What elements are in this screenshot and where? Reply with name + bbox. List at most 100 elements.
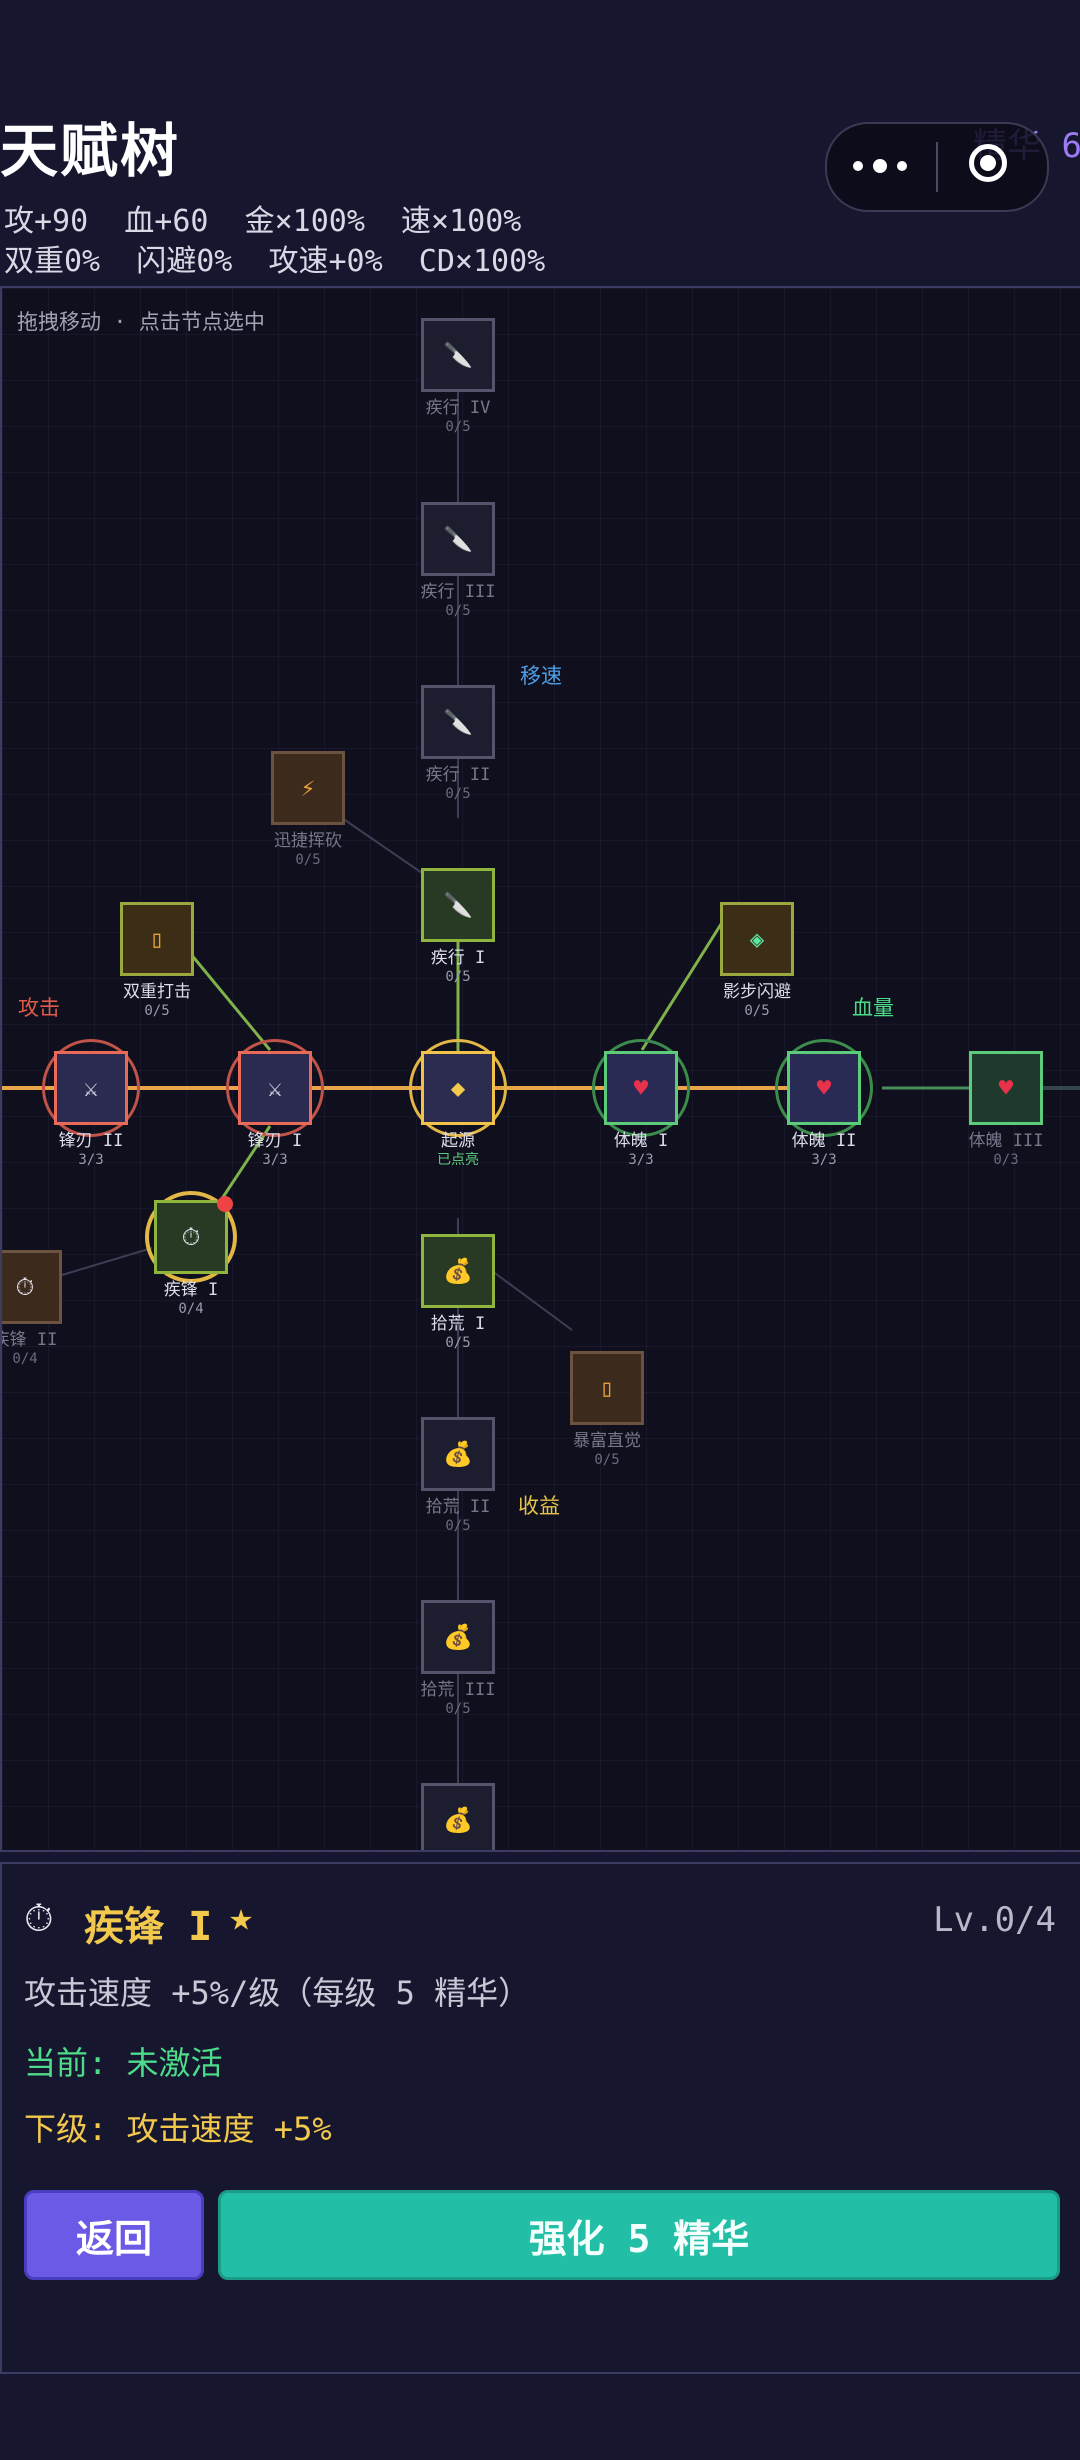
talent-node-jixing-3[interactable]: 🔪 [421,502,495,576]
node-name: 锋刃 I [247,1131,303,1151]
talent-node-jifeng-1[interactable]: ⏱ [154,1200,228,1274]
talent-node-fengren-2[interactable]: ⚔ [54,1051,128,1125]
node-ring [409,1039,507,1137]
boot-icon: 🔪 [443,525,473,553]
talent-node-origin[interactable]: ◆ [421,1051,495,1125]
talent-node-jixing-2[interactable]: 🔪 [421,685,495,759]
stats-line-1: 攻+90 血+60 金×100% 速×100% [4,204,522,239]
node-level: 3/3 [811,1152,837,1168]
stopwatch-icon: ⏱ [24,1896,54,1940]
node-level: 0/4 [12,1351,38,1367]
node-level: 0/5 [445,1518,471,1534]
stopwatch-icon: ⏱ [181,1223,201,1251]
fortune-icon: ▯ [599,1374,615,1402]
stopwatch-icon: ⏱ [15,1273,35,1301]
boot-icon: 🔪 [443,708,473,736]
node-level: 0/3 [993,1152,1019,1168]
swords-icon: ⚔ [267,1074,283,1102]
talent-node-shihuang-3[interactable]: 💰 [421,1600,495,1674]
node-level: 0/5 [445,1335,471,1351]
talent-node-jifeng-2[interactable]: ⏱ [2,1250,62,1324]
boot-icon: 🔪 [443,341,473,369]
star-icon: ★ [229,1894,254,1940]
talent-node-shihuang-4[interactable]: 💰 [421,1783,495,1850]
node-ring [226,1039,324,1137]
double-strike-icon: ▯ [149,925,165,953]
talent-next-effect: 下级: 攻击速度 +5% [24,2110,332,2148]
talent-node-baofu-zhijue[interactable]: ▯ [570,1351,644,1425]
talent-current-effect: 当前: 未激活 [24,2044,223,2082]
talent-detail-panel: ⏱ 疾锋 I ★ Lv.0/4 攻击速度 +5%/级（每级 5 精华） 当前: … [0,1862,1080,2374]
node-name: 疾锋 II [2,1330,58,1350]
talent-node-jixing-4[interactable]: 🔪 [421,318,495,392]
stats-line-2: 双重0% 闪避0% 攻速+0% CD×100% [4,244,546,279]
node-level: 0/5 [295,852,321,868]
node-name: 拾荒 I [430,1314,486,1334]
boot-icon: 🔪 [443,891,473,919]
node-name: 暴富直觉 [573,1431,641,1451]
branch-label-hp: 血量 [852,996,894,1020]
node-level: 0/4 [178,1301,204,1317]
talent-node-xunjie-huikan[interactable]: ⚡ [271,751,345,825]
close-miniprogram-icon[interactable] [969,144,1007,182]
node-name: 影步闪避 [723,982,791,1002]
talent-node-shuangzhong-daji[interactable]: ▯ [120,902,194,976]
node-level: 已点亮 [437,1152,479,1168]
node-ring [775,1039,873,1137]
page-title: 天赋树 [0,117,181,185]
selected-node-ring [145,1191,237,1283]
node-name: 体魄 II [791,1131,857,1151]
branch-label-move-speed: 移速 [520,664,562,688]
talent-node-shihuang-2[interactable]: 💰 [421,1417,495,1491]
node-name: 拾荒 III [420,1680,496,1700]
node-name: 疾行 I [430,948,486,968]
node-level: 3/3 [78,1152,104,1168]
node-name: 拾荒 II [425,1497,491,1517]
node-name: 体魄 I [613,1131,669,1151]
talent-node-shihuang-1[interactable]: 💰 [421,1234,495,1308]
header: 天赋树 攻+90 血+60 金×100% 速×100% 双重0% 闪避0% 攻速… [0,0,1080,288]
back-button[interactable]: 返回 [24,2190,204,2280]
shadow-step-icon: ◈ [749,925,765,953]
talent-node-tipo-1[interactable]: ♥ [604,1051,678,1125]
money-bag-icon: 💰 [443,1623,473,1651]
talent-node-yingbu-shanbi[interactable]: ◈ [720,902,794,976]
swords-icon: ⚔ [83,1074,99,1102]
node-name: 疾行 II [425,765,491,785]
node-name: 起源 [441,1131,475,1151]
node-level: 0/5 [445,786,471,802]
selected-indicator-dot [217,1196,233,1212]
heart-icon: ♥ [816,1074,832,1102]
node-name: 体魄 III [968,1131,1044,1151]
node-level: 3/3 [262,1152,288,1168]
node-level: 0/5 [445,969,471,985]
talent-node-tipo-3[interactable]: ♥ [969,1051,1043,1125]
node-level: 3/3 [628,1152,654,1168]
origin-diamond-icon: ◆ [450,1074,466,1102]
node-name: 锋刃 II [58,1131,124,1151]
node-level: 0/5 [445,1701,471,1717]
node-level: 0/5 [594,1452,620,1468]
branch-label-income: 收益 [518,1494,560,1518]
talent-node-jixing-1[interactable]: 🔪 [421,868,495,942]
talent-tree-canvas[interactable]: 拖拽移动 · 点击节点选中 移速 攻击 血量 收益 🔪 疾行 IV 0/5 🔪 … [0,286,1080,1852]
talent-node-tipo-2[interactable]: ♥ [787,1051,861,1125]
node-name: 疾行 III [420,582,496,602]
heart-icon: ♥ [998,1074,1014,1102]
node-level: 0/5 [144,1003,170,1019]
branch-label-attack: 攻击 [18,996,60,1020]
money-bag-icon: 💰 [443,1440,473,1468]
talent-description: 攻击速度 +5%/级（每级 5 精华） [24,1974,531,2012]
node-level: 0/5 [445,419,471,435]
canvas-hint: 拖拽移动 · 点击节点选中 [17,310,265,334]
node-name: 疾行 IV [425,398,491,418]
more-icon[interactable] [853,152,911,182]
talent-node-fengren-1[interactable]: ⚔ [238,1051,312,1125]
upgrade-button[interactable]: 强化 5 精华 [218,2190,1060,2280]
money-bag-icon: 💰 [443,1806,473,1834]
node-name: 双重打击 [123,982,191,1002]
talent-title: 疾锋 I [84,1904,213,1950]
node-ring [42,1039,140,1137]
lightning-icon: ⚡ [300,774,316,802]
node-level: 0/5 [445,603,471,619]
